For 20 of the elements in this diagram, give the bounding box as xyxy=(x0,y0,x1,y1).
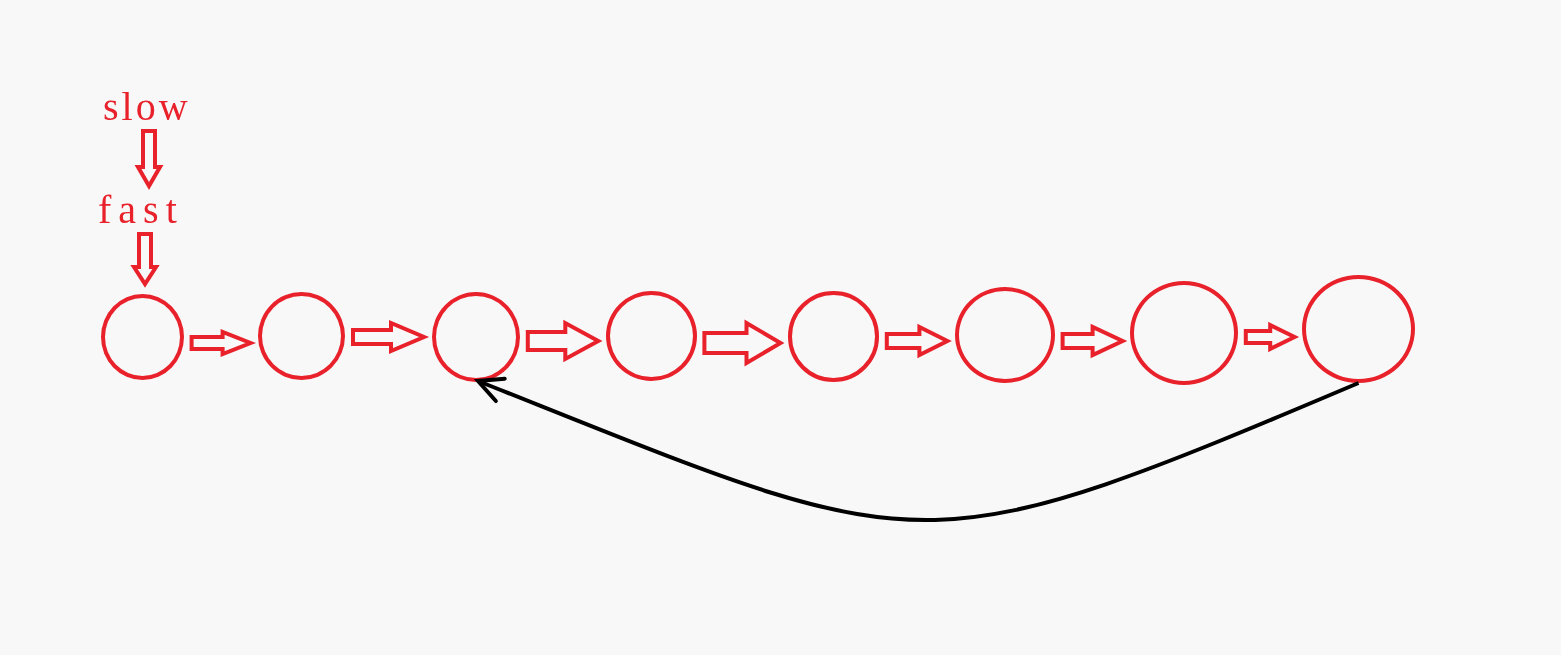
hollow-arrow xyxy=(525,319,603,363)
circle-node xyxy=(955,287,1055,383)
hollow-arrow xyxy=(1060,323,1128,359)
hollow-arrow xyxy=(1243,321,1300,353)
pointer-label: slow xyxy=(103,87,191,127)
hollow-arrow xyxy=(189,329,257,357)
circle-node xyxy=(788,291,879,382)
hollow-arrow xyxy=(130,232,160,288)
circle-node xyxy=(1302,275,1415,383)
hollow-arrow xyxy=(702,319,785,367)
hollow-arrow xyxy=(884,323,952,359)
circle-node xyxy=(101,294,184,380)
circle-node xyxy=(1130,281,1238,385)
curved-arrow xyxy=(476,376,1360,522)
circle-node xyxy=(258,292,345,380)
pointer-label: fast xyxy=(98,190,184,230)
hollow-arrow xyxy=(134,129,164,190)
circle-node xyxy=(432,292,520,382)
hollow-arrow xyxy=(351,319,430,355)
circle-node xyxy=(606,291,697,381)
